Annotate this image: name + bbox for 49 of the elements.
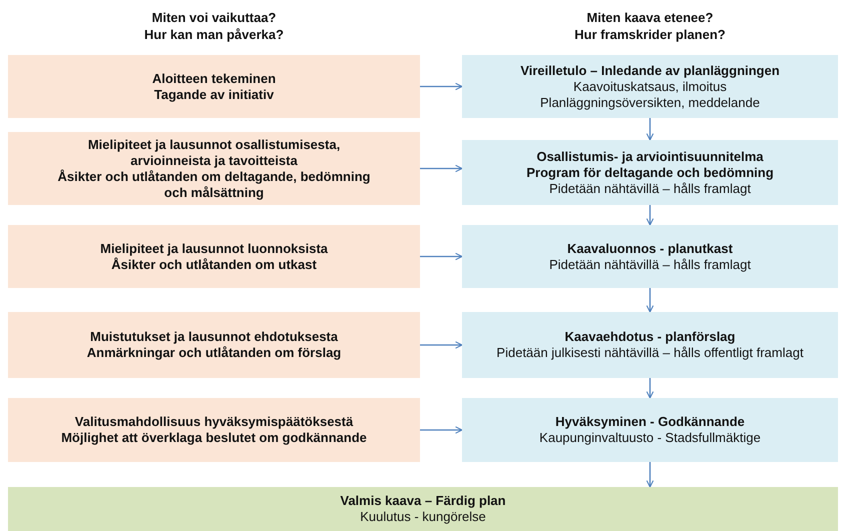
heading-text: Möjlighet att överklaga beslutet om godkännande (61, 430, 367, 446)
arrow (646, 288, 654, 313)
heading-text: Valitusmahdollisuus hyväksymispäätöksestä (74, 414, 354, 430)
column-heading: Hur framskrider planen? (574, 27, 726, 42)
arrow (420, 341, 463, 349)
column-heading: Miten voi vaikuttaa? (150, 10, 278, 25)
body-text: Kaavoituskatsaus, ilmoitus (573, 78, 727, 94)
heading-text: Muistutukset ja lausunnot ehdotuksesta (90, 329, 338, 345)
arrow (646, 118, 654, 141)
body-text: Kuulutus - kungörelse (360, 509, 486, 525)
process-box (8, 132, 420, 205)
process-box (8, 225, 420, 288)
heading-text: Osallistumis- ja arviointisuunnitelma (536, 148, 764, 164)
heading-text: Mielipiteet ja lausunnot luonnoksista (100, 240, 328, 256)
arrow (420, 82, 463, 90)
heading-text: Vireilletulo – Inledande av planläggningen (520, 62, 780, 78)
heading-text: Mielipiteet ja lausunnot osallistumisesta, arvioinneista ja tavoitteista (86, 136, 342, 168)
process-box (462, 398, 838, 462)
body-text: Pidetään nähtävillä – hålls framlagt (549, 180, 751, 196)
heading-text: Aloitteen tekeminen (152, 70, 276, 86)
body-text: Planläggningsöversikten, meddelande (540, 94, 760, 110)
heading-text: Åsikter och utlåtanden om utkast (111, 256, 317, 272)
body-text: Kaupunginvaltuusto - Stadsfullmäktige (539, 430, 761, 446)
process-box (462, 55, 838, 118)
heading-text: Hyväksyminen - Godkännande (555, 414, 745, 430)
body-text: Pidetään julkisesti nähtävillä – hålls offentligt framlagt (496, 345, 804, 361)
body-text: Pidetään nähtävillä – hålls framlagt (549, 256, 751, 272)
process-box (8, 312, 420, 378)
arrow (420, 426, 463, 434)
process-box (8, 398, 420, 462)
arrow (420, 164, 463, 172)
heading-text: Valmis kaava – Färdig plan (340, 493, 506, 509)
heading-text: Program för deltagande och bedömning (526, 164, 774, 180)
arrow (646, 205, 654, 226)
process-box (8, 487, 838, 531)
column-heading: Hur kan man påverka? (143, 27, 285, 42)
process-box (462, 312, 838, 378)
arrow (646, 378, 654, 399)
arrow (646, 462, 654, 488)
heading-text: Tagande av initiativ (154, 86, 274, 102)
heading-text: Anmärkningar och utlåtanden om förslag (86, 345, 342, 361)
process-box (462, 140, 838, 205)
heading-text: Kaavaehdotus - planförslag (564, 329, 736, 345)
column-heading: Miten kaava etenee? (586, 10, 714, 25)
process-box (462, 225, 838, 288)
process-box (8, 55, 420, 118)
arrow (420, 252, 463, 260)
heading-text: Åsikter och utlåtanden om deltagande, bedömning och målsättning (56, 168, 372, 200)
heading-text: Kaavaluonnos - planutkast (567, 240, 733, 256)
